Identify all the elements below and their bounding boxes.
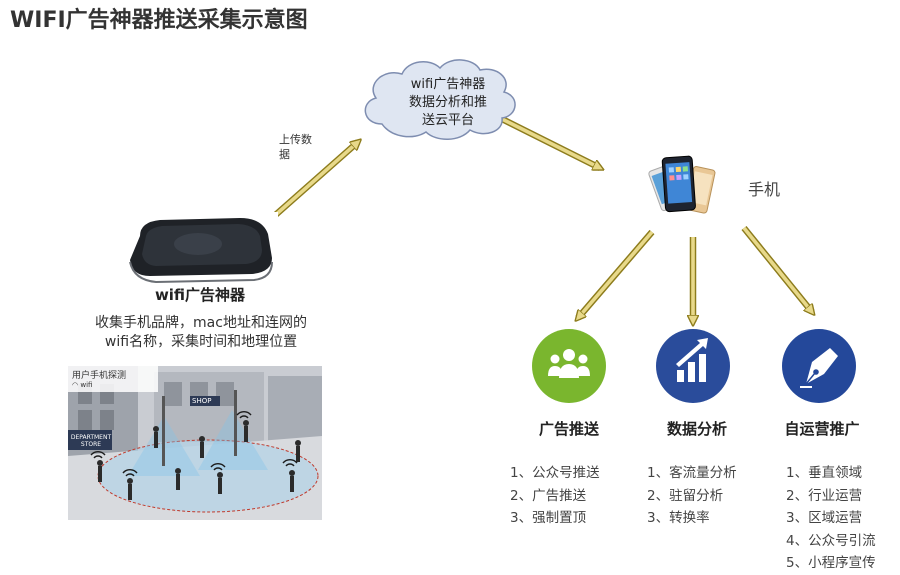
wifi-icon: ◠ xyxy=(72,381,79,389)
bar-chart-up-icon xyxy=(676,338,708,382)
flow-arrows-fill xyxy=(270,115,812,322)
category-list-ads: 1、公众号推送 2、广告推送 3、强制置顶 xyxy=(510,462,600,530)
list-item: 3、转换率 xyxy=(647,510,710,526)
category-title-analytics: 数据分析 xyxy=(666,420,727,438)
people-group-icon xyxy=(548,349,590,378)
category-title-operation: 自运营推广 xyxy=(784,420,860,438)
list-item: 2、广告推送 xyxy=(510,487,587,504)
category-list-analytics: 1、客流量分析 2、驻留分析 3、转换率 xyxy=(647,462,737,530)
storefront-sign: DEPARTMENT STORE xyxy=(70,434,112,448)
device-description: 收集手机品牌，mac地址和连网的 wifi名称，采集时间和地理位置 xyxy=(95,315,307,350)
phone-label: 手机 xyxy=(748,180,781,199)
list-item: 5、小程序宣传 xyxy=(786,555,876,571)
ads-circle xyxy=(532,329,606,403)
category-title-ads: 广告推送 xyxy=(538,420,599,438)
mall-scene-image: 用户手机探测 ◠ wifi DEPARTMENT STORE SHOP xyxy=(68,366,322,520)
smartphones-icon xyxy=(648,155,716,214)
scene-caption: 用户手机探测 xyxy=(72,371,127,381)
analytics-circle xyxy=(656,329,730,403)
list-item: 2、行业运营 xyxy=(786,487,863,504)
cloud-platform-icon xyxy=(364,59,516,140)
shop-sign: SHOP xyxy=(192,397,212,405)
list-item: 3、区域运营 xyxy=(786,510,863,526)
page-title: WIFI广告神器推送采集示意图 xyxy=(10,8,308,33)
list-item: 3、强制置顶 xyxy=(510,510,587,526)
wifi-device-image xyxy=(120,212,278,286)
cloud-platform-label: wifi广告神器 数据分析和推 送云平台 xyxy=(408,77,487,128)
list-item: 1、客流量分析 xyxy=(647,465,737,481)
operation-circle xyxy=(782,329,856,403)
list-item: 2、驻留分析 xyxy=(647,487,724,504)
list-item: 1、垂直领域 xyxy=(786,465,863,481)
category-list-operation: 1、垂直领域 2、行业运营 3、区域运营 4、公众号引流 5、小程序宣传 xyxy=(786,462,876,575)
scene-wifi-label: ◠ wifi xyxy=(72,381,93,389)
device-title: wifi广告神器 xyxy=(154,286,246,304)
list-item: 1、公众号推送 xyxy=(510,465,600,481)
list-item: 4、公众号引流 xyxy=(786,532,876,549)
upload-data-label: 上传数 据 xyxy=(279,133,312,161)
pen-nib-icon xyxy=(800,348,838,388)
